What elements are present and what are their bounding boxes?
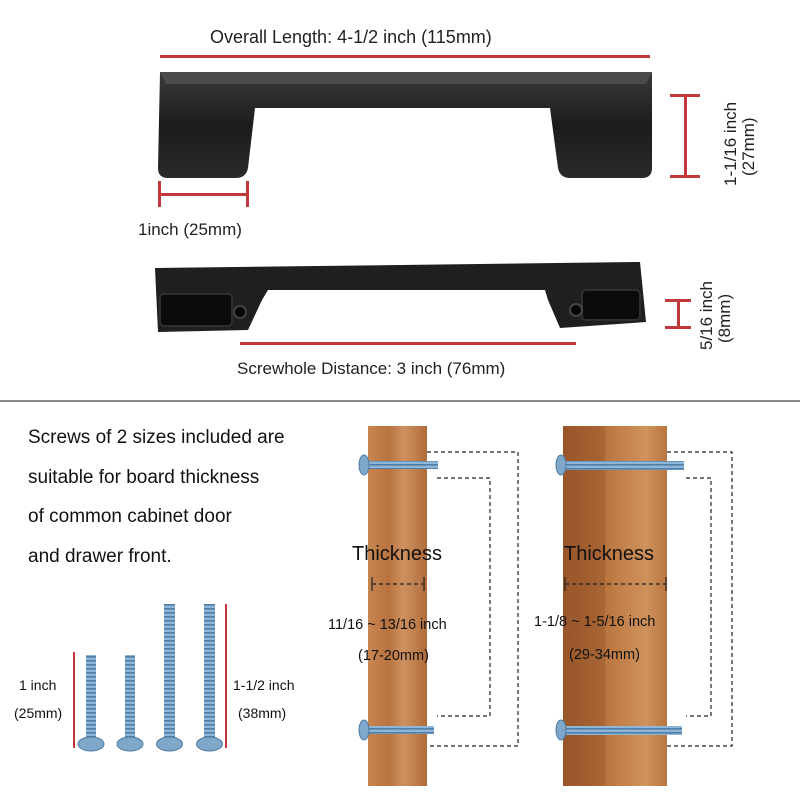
long-screw-length: 1-1/2 inch [233,677,295,693]
screwhole-right [569,303,583,317]
overall-length-label: Overall Length: 4-1/2 inch (115mm) [210,27,492,47]
screws-description: Screws of 2 sizes included are suitable … [28,418,285,576]
foot-width-cap-left [158,181,161,207]
long-screw-measure [225,604,227,748]
board-thin-range: 11/16 ~ 13/16 inch [328,617,447,633]
screwhole-left [233,305,247,319]
description-line-3: of common cabinet door [28,506,232,527]
short-screw-mm: (25mm) [14,705,63,721]
handle-underside-view [155,262,646,332]
short-screw-length: 1 inch [19,677,57,693]
depth-line [677,300,680,328]
section-divider [0,400,800,402]
long-screw-2 [196,604,223,752]
foot-width-label: 1inch (25mm) [138,220,242,239]
description-line-4: and drawer front. [28,545,172,567]
foot-width-line [160,193,248,196]
screwhole-distance-label: Screwhole Distance: 3 inch (76mm) [237,359,506,378]
board-thick-heading: Thickness [564,543,655,565]
short-screw-measure [73,652,75,748]
depth-line-cap-top [665,299,691,302]
description-line-2: suitable for board thickness [28,466,260,488]
handle-front-view [158,72,652,178]
screwhole-distance-line [240,342,576,345]
long-screw-mm: (38mm) [238,705,287,721]
height-line-cap-top [670,94,700,97]
board-thick-range: 1-1/8 ~ 1-5/16 inch [534,614,656,630]
description-line-1: Screws of 2 sizes included are [28,427,285,448]
long-screw-1 [156,604,183,752]
short-screw-2 [116,655,144,752]
board-thin-heading: Thickness [352,543,443,565]
board-thick-range-mm: (29-34mm) [569,647,640,663]
height-line [684,95,687,177]
short-screw-1 [77,655,105,752]
board-thin-range-mm: (17-20mm) [358,648,429,664]
foot-width-cap-right [246,181,249,207]
height-line-cap-bottom [670,175,700,178]
depth-line-cap-bottom [665,326,691,329]
overall-length-line [160,55,650,58]
